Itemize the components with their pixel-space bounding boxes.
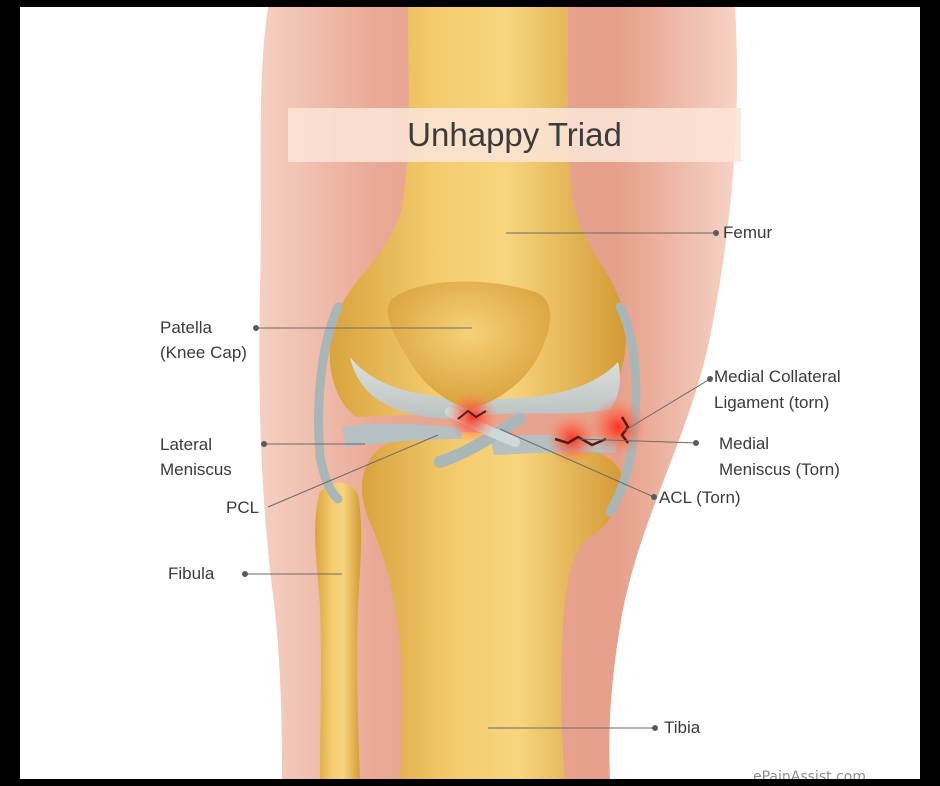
label-tibia: Tibia	[664, 715, 700, 740]
label-medial-meniscus-1: Medial	[719, 431, 769, 456]
diagram-title: Unhappy Triad	[288, 108, 741, 162]
fibula-bone	[315, 483, 361, 779]
leader-dot-icon	[652, 725, 658, 731]
leader-dot-icon	[713, 230, 719, 236]
acl-tear-glow	[446, 391, 498, 443]
label-femur: Femur	[723, 220, 772, 245]
diagram-panel: Unhappy Triad Femur Patella (Knee Cap) M…	[20, 7, 920, 779]
label-medial-meniscus-2: Meniscus (Torn)	[719, 457, 840, 482]
leader-dot-icon	[693, 440, 699, 446]
label-patella-1: Patella	[160, 315, 212, 340]
mcl-tear-glow	[588, 397, 648, 457]
leader-dot-icon	[707, 376, 713, 382]
label-acl: ACL (Torn)	[659, 485, 741, 510]
leader-dot-icon	[651, 494, 657, 500]
leader-dot-icon	[242, 571, 248, 577]
label-lateral-meniscus-2: Meniscus	[160, 457, 232, 482]
leader-dot-icon	[261, 441, 267, 447]
label-patella-2: (Knee Cap)	[160, 340, 247, 365]
label-pcl: PCL	[226, 495, 259, 520]
credit-watermark: ePainAssist.com	[753, 769, 866, 779]
leader-dot-icon	[253, 325, 259, 331]
label-mcl-1: Medial Collateral	[714, 364, 841, 389]
label-lateral-meniscus-1: Lateral	[160, 432, 212, 457]
label-mcl-2: Ligament (torn)	[714, 390, 829, 415]
label-fibula: Fibula	[168, 561, 214, 586]
